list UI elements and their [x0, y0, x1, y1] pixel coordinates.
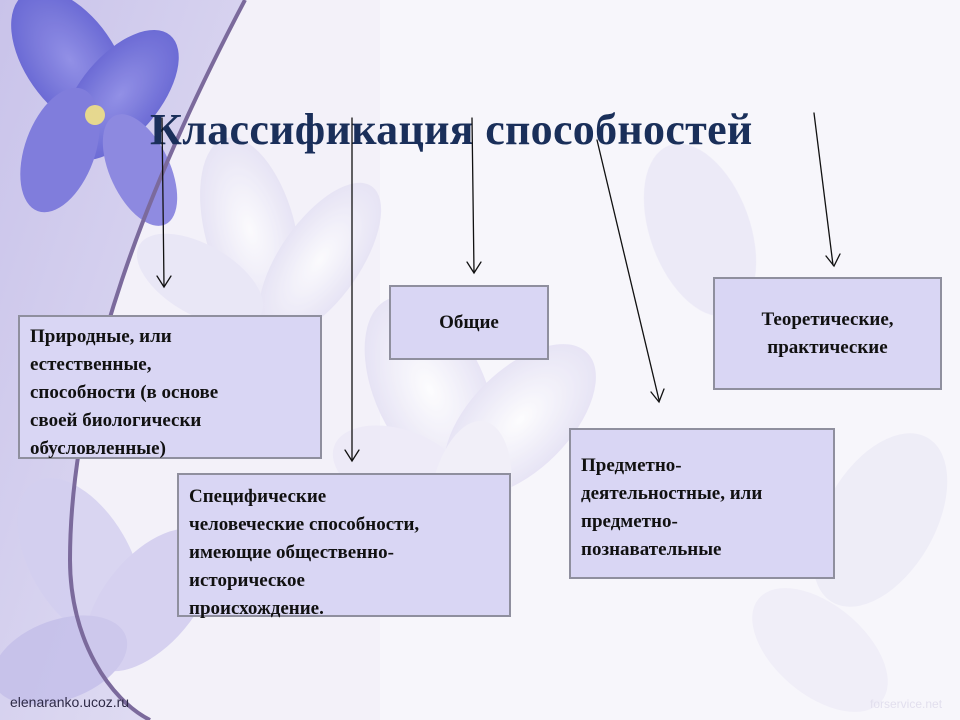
diagram-title: Классификация способностей: [150, 105, 753, 154]
box-text-line: своей биологически: [30, 410, 202, 431]
box-general-abilities: Общие: [389, 285, 549, 360]
box-text-line: Природные, или: [30, 326, 172, 347]
box-text-line: познавательные: [581, 539, 722, 560]
box-text-line: происхождение.: [189, 598, 324, 619]
source-watermark-right: forservice.net: [870, 697, 943, 711]
box-text-line: имеющие общественно-: [189, 542, 394, 563]
lily-flower-top-left: [11, 0, 179, 226]
box-text-line: способности (в основе: [30, 382, 219, 403]
box-specific-abilities: Специфические человеческие способности, …: [177, 473, 511, 619]
decorative-curve: [67, 0, 247, 720]
box-subject-abilities: Предметно- деятельностные, или предметно…: [569, 428, 835, 579]
box-text-line: Специфические: [189, 486, 327, 507]
box-text-line: обусловленные): [30, 438, 166, 459]
box-theoretical-practical-abilities: Теоретические, практические: [713, 277, 942, 390]
box-text-line: естественные,: [30, 354, 152, 375]
box-text-line: предметно-: [581, 511, 678, 532]
source-watermark-left: elenaranko.ucoz.ru: [10, 694, 130, 710]
box-text-line: историческое: [189, 570, 305, 591]
box-natural-abilities: Природные, или естественные, способности…: [18, 315, 322, 459]
box-text-line: практические: [767, 336, 888, 358]
box-text-line: Теоретические,: [761, 308, 894, 330]
lily-flower-middle: [136, 137, 382, 338]
box-text-line: человеческие способности,: [189, 514, 420, 535]
box-text-line: Предметно-: [581, 455, 682, 476]
box-text-line: Общие: [439, 311, 499, 333]
box-text-line: деятельностные, или: [581, 483, 763, 504]
lily-flower-right: [643, 143, 948, 712]
